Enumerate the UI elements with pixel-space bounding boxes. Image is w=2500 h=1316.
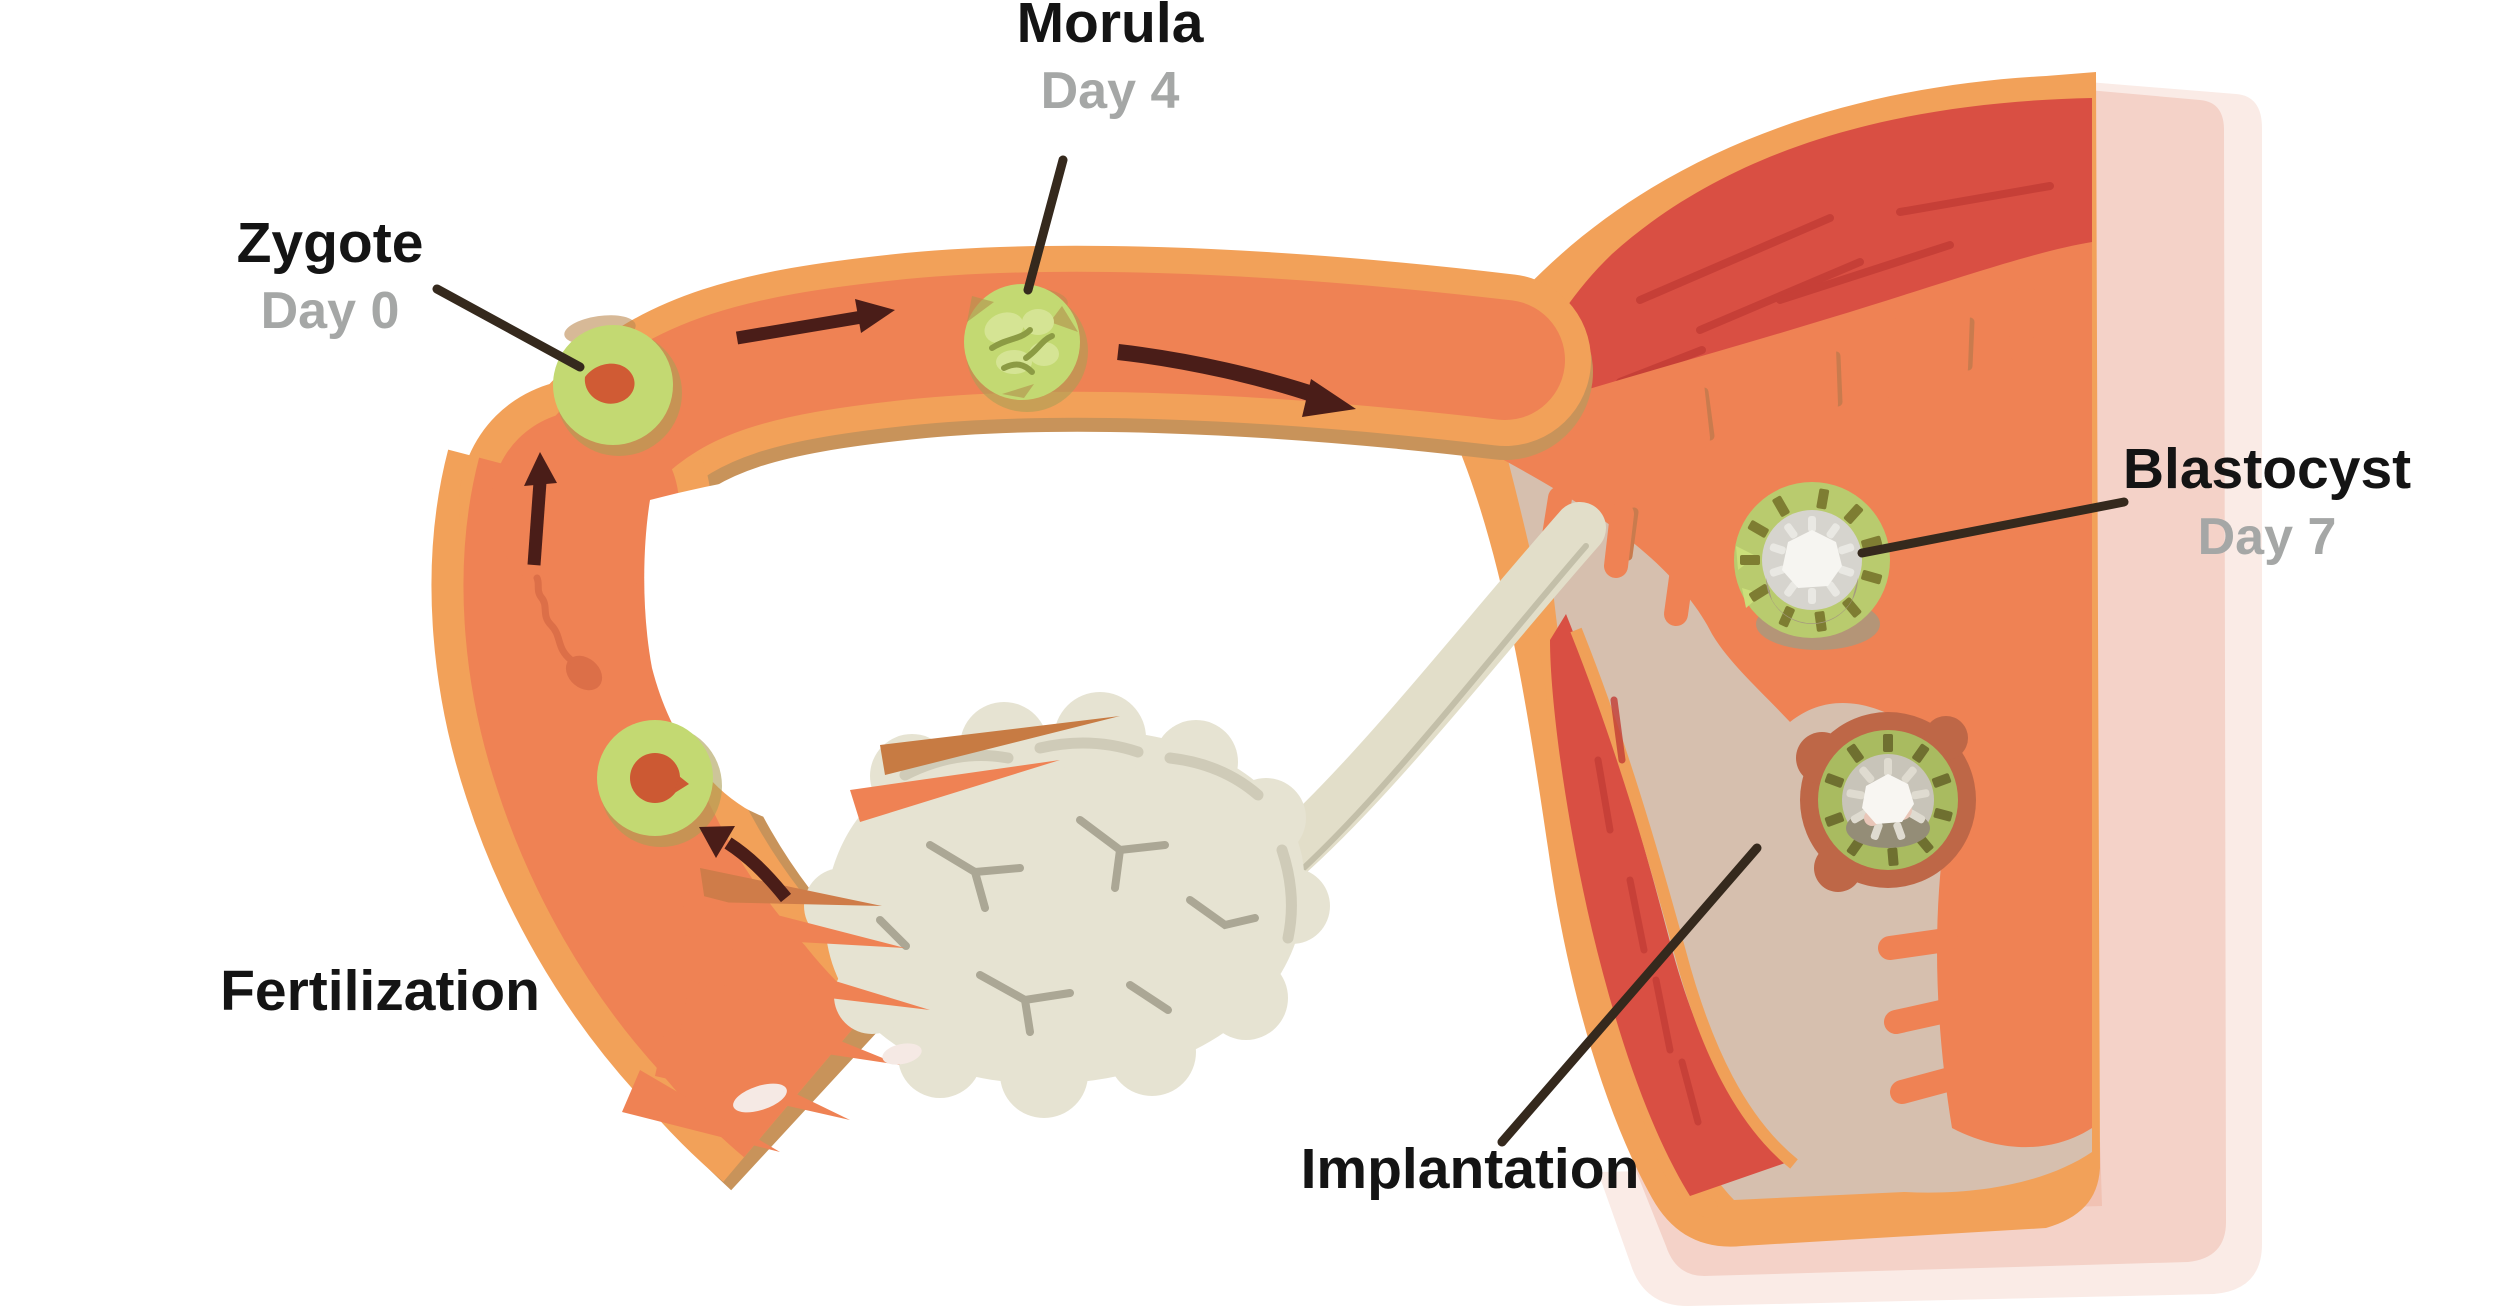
blastocyst-day: Day 7	[2197, 507, 2337, 566]
embryo-spokes	[1846, 758, 1930, 840]
implanted-embryo	[1796, 712, 1976, 892]
arrow-zygote-to-morula	[735, 299, 895, 345]
trophoblast-dashes	[1824, 734, 1953, 867]
morula-title: Morula	[1016, 0, 1204, 55]
arrow-morula-to-uterus	[1117, 344, 1356, 417]
arrow-ovary-to-tube	[699, 826, 792, 903]
fimbriae	[622, 716, 1120, 1152]
label-blastocyst: Blastocyst Day 7	[2122, 437, 2412, 566]
sperm-icon	[533, 574, 603, 691]
label-zygote: Zygote Day 0	[150, 211, 510, 340]
leader-lines	[432, 155, 2129, 1147]
blastocyst-title: Blastocyst	[2122, 437, 2412, 501]
fertilization-title: Fertilization	[220, 959, 540, 1023]
endometrial-villi	[1540, 286, 2038, 1104]
uterus	[1452, 72, 2100, 1247]
ovary-shading	[899, 737, 1297, 944]
egg-cell	[597, 720, 722, 847]
label-fertilization: Fertilization	[200, 959, 560, 1024]
zygote-cell	[553, 325, 682, 456]
muscle-streaks-lower	[1594, 696, 1702, 1126]
leader-zygote	[432, 284, 585, 372]
morula-cell	[964, 284, 1088, 412]
ovary-creases	[876, 816, 1259, 1036]
implantation-title: Implantation	[1300, 1137, 1640, 1201]
leader-blastocyst	[1857, 497, 2129, 558]
label-morula: Morula Day 4	[930, 0, 1290, 120]
leader-implantation	[1497, 843, 1762, 1147]
tube-hook-gap	[644, 456, 1478, 832]
zygote-day: Day 0	[260, 281, 400, 340]
myometrium-lower	[1550, 614, 1788, 1196]
blastocyst-dashes	[1740, 488, 1883, 632]
arrow-up-tube	[524, 452, 557, 566]
label-implantation: Implantation	[1290, 1137, 1650, 1202]
blastocyst-cell	[1734, 482, 1890, 650]
leader-morula	[1023, 155, 1068, 295]
ovary	[804, 692, 1330, 1118]
direction-arrows	[524, 299, 1356, 903]
zygote-title: Zygote	[236, 211, 424, 275]
uterine-cavity	[1452, 242, 2092, 1148]
blastocyst-spokes	[1769, 516, 1855, 604]
morula-day: Day 4	[1040, 61, 1180, 120]
